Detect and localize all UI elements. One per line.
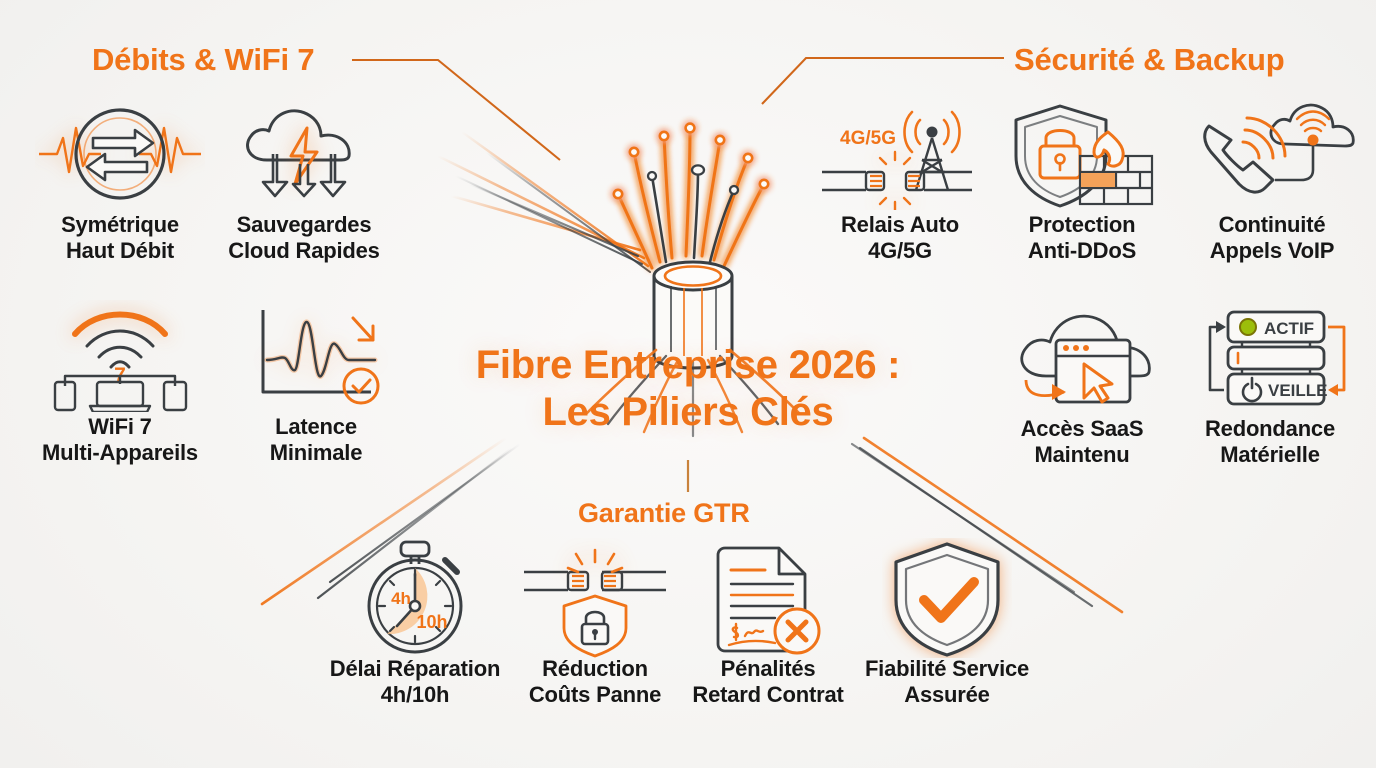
feature-fiabilite: Fiabilité Service Assurée <box>852 540 1042 708</box>
bidirectional-arrows-circle-icon <box>32 96 208 212</box>
feature-redondance: ACTIF VEILLE Redondance Matérielle <box>1168 300 1372 468</box>
feature-relais-auto: 4G/5G <box>812 96 988 264</box>
feature-symetrique: Symétrique Haut Débit <box>32 96 208 264</box>
feature-label-line1: Redondance <box>1204 416 1336 441</box>
feature-wifi7: 7 WiFi 7 Multi-Appareils <box>24 298 216 466</box>
feature-label-line2: Appels VoIP <box>1209 238 1335 264</box>
feature-label-line2: Anti-DDoS <box>1027 238 1137 264</box>
feature-saas: Accès SaaS Maintenu <box>994 300 1170 468</box>
feature-delai-reparation: 4h 10h Délai Réparation 4h/10h <box>308 540 522 708</box>
server-label-active: ACTIF <box>1264 319 1314 338</box>
server-redundancy-icon: ACTIF VEILLE <box>1168 300 1372 416</box>
page-title-line2: Les Piliers Clés <box>542 389 834 434</box>
feature-label-line1: Relais Auto <box>840 212 959 237</box>
feature-anti-ddos: Protection Anti-DDoS <box>994 96 1170 264</box>
phone-cloud-voip-icon <box>1172 96 1372 212</box>
feature-label-line2: Multi-Appareils <box>42 440 198 466</box>
stopwatch-icon: 4h 10h <box>308 540 522 656</box>
relay-badge-label: 4G/5G <box>840 128 896 149</box>
page-title: Fibre Entreprise 2026 : Les Piliers Clés <box>0 342 1376 436</box>
feature-label-line1: Pénalités <box>720 656 816 681</box>
feature-label-line2: Maintenu <box>1034 442 1130 468</box>
feature-label-line2: Coûts Panne <box>528 682 662 708</box>
feature-label-line1: Symétrique <box>61 212 179 237</box>
feature-label-line2: Assurée <box>904 682 990 708</box>
shield-check-icon <box>852 540 1042 657</box>
cell-tower-relay-icon: 4G/5G <box>812 96 988 212</box>
feature-label-line1: Sauvegardes <box>236 212 372 237</box>
feature-sauvegardes: Sauvegardes Cloud Rapides <box>216 96 392 264</box>
group-title-securite: Sécurité & Backup <box>1014 42 1285 77</box>
feature-label-line1: WiFi 7 <box>88 414 152 439</box>
group-title-debits: Débits & WiFi 7 <box>92 42 315 77</box>
feature-label-line2: 4h/10h <box>380 682 450 708</box>
stopwatch-label-first: 4h <box>391 589 411 608</box>
page-title-line1: Fibre Entreprise 2026 : <box>475 343 901 387</box>
feature-label-line1: Fiabilité Service <box>864 656 1030 681</box>
feature-label-line2: Cloud Rapides <box>228 238 380 264</box>
feature-reduction-couts: Réduction Coûts Panne <box>516 540 674 708</box>
shield-lock-firewall-icon <box>994 96 1170 212</box>
feature-latence: Latence Minimale <box>228 298 404 466</box>
feature-voip: Continuité Appels VoIP <box>1172 96 1372 264</box>
feature-label-line1: Accès SaaS <box>1020 416 1144 441</box>
feature-label-line2: Minimale <box>269 440 363 466</box>
feature-label-line1: Réduction <box>542 656 648 681</box>
feature-label-line2: Retard Contrat <box>692 682 844 708</box>
latency-waveform-chart-icon <box>228 298 404 414</box>
feature-label-line1: Latence <box>275 414 357 439</box>
server-label-standby: VEILLE <box>1268 381 1328 400</box>
cut-cable-shield-lock-icon <box>516 540 674 658</box>
cloud-backup-bolt-icon <box>216 96 392 212</box>
wifi7-multidevice-icon: 7 <box>24 298 216 414</box>
feature-label-line2: Matérielle <box>1220 442 1320 468</box>
feature-label-line1: Continuité <box>1218 212 1326 237</box>
feature-label-line2: 4G/5G <box>868 238 932 264</box>
feature-label-line1: Délai Réparation <box>329 656 501 681</box>
cloud-saas-cursor-icon <box>994 300 1170 416</box>
feature-penalites: Pénalités Retard Contrat <box>678 540 858 708</box>
feature-label-line1: Protection <box>1028 212 1136 237</box>
feature-label-line2: Haut Débit <box>65 238 174 264</box>
stopwatch-label-second: 10h <box>416 612 447 632</box>
contract-penalty-icon <box>678 540 858 656</box>
group-title-gtr: Garantie GTR <box>578 498 750 528</box>
